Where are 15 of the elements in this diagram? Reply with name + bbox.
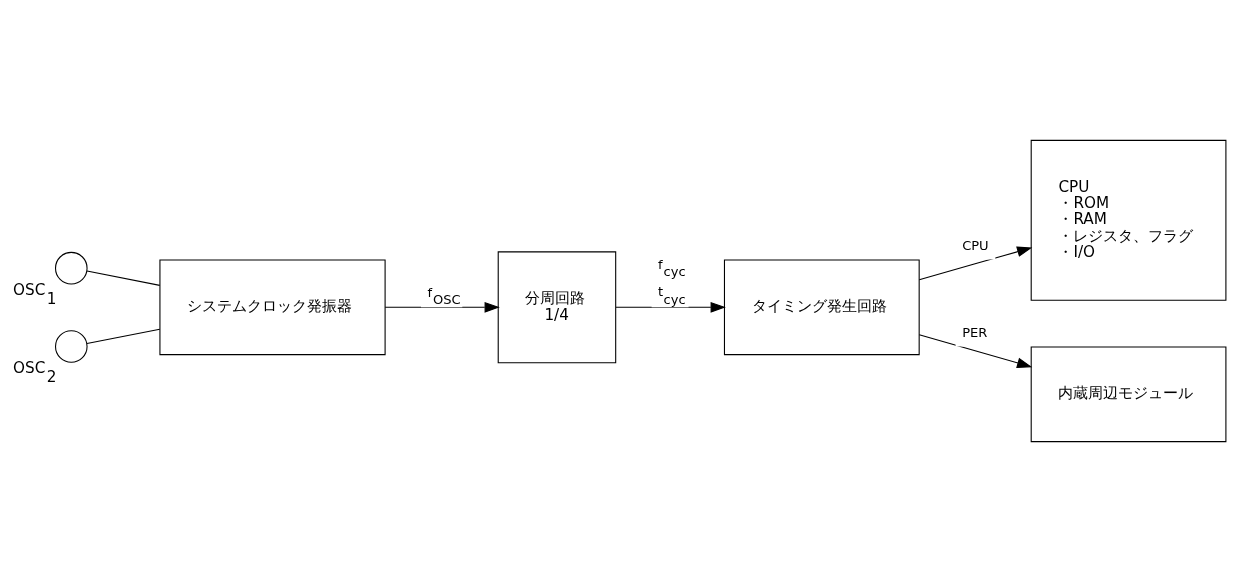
node-circle bbox=[54, 251, 88, 285]
node-box: 分周回路 1/4 bbox=[497, 251, 617, 364]
arrow bbox=[615, 302, 726, 313]
connector bbox=[86, 270, 161, 286]
node-box: CPU ・ROM ・RAM ・レジスタ、フラグ ・I/O bbox=[1030, 139, 1227, 301]
node-box: 内蔵周辺モジュール bbox=[1030, 346, 1227, 443]
connector bbox=[86, 328, 161, 345]
arrow bbox=[918, 334, 1033, 369]
arrow bbox=[384, 302, 500, 313]
node-box: システムクロック発振器 bbox=[159, 259, 386, 356]
edge-label: CPU bbox=[962, 237, 989, 253]
edge-label: PER bbox=[962, 324, 988, 340]
arrow bbox=[918, 246, 1033, 281]
node-circle bbox=[54, 330, 88, 363]
node-box: タイミング発生回路 bbox=[723, 259, 920, 356]
